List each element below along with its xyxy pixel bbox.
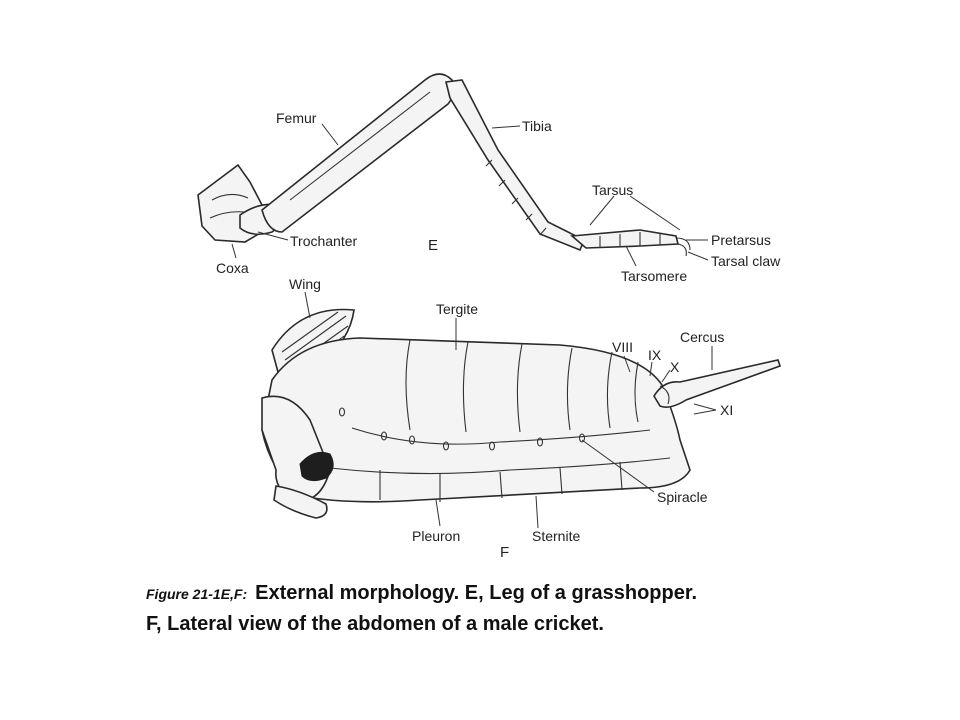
pleuron-label: Pleuron <box>412 528 460 544</box>
abdomen-leader-lines <box>304 291 717 529</box>
grasshopper-leg-drawing <box>197 73 691 257</box>
segment-ix-label: IX <box>648 347 662 363</box>
tarsal-claw-label: Tarsal claw <box>711 253 781 269</box>
caption-line-1: Figure 21-1E,F: External morphology. E, L… <box>146 578 926 609</box>
leg-socket-shape <box>299 451 334 482</box>
wing-label: Wing <box>289 276 321 292</box>
sternite-label: Sternite <box>532 528 580 544</box>
panel-f-label: F <box>500 544 509 561</box>
figure-caption: Figure 21-1E,F: External morphology. E, L… <box>146 578 926 639</box>
pretarsus-label: Pretarsus <box>711 232 771 248</box>
cricket-abdomen-drawing <box>261 308 782 519</box>
cercus-shape <box>653 359 782 408</box>
tarsus-shape <box>570 229 680 249</box>
cercus-label: Cercus <box>680 329 724 345</box>
tarsomere-label: Tarsomere <box>621 268 687 284</box>
tibia-label: Tibia <box>522 118 552 134</box>
leg-leader-lines <box>231 123 709 267</box>
tergite-label: Tergite <box>436 301 478 317</box>
figure-number: Figure 21-1E,F: <box>146 586 248 602</box>
caption-text-1: External morphology. E, Leg of a grassho… <box>255 582 698 604</box>
tarsal-claw-shape <box>675 237 691 257</box>
femur-shape <box>261 73 456 233</box>
tibia-shape <box>445 79 586 252</box>
spiracle-label: Spiracle <box>657 489 708 505</box>
caption-line-2: F, Lateral view of the abdomen of a male… <box>146 613 604 635</box>
segment-xi-label: XI <box>720 402 733 418</box>
panel-e-label: E <box>428 237 438 254</box>
coxa-label: Coxa <box>216 260 249 276</box>
tarsus-label: Tarsus <box>592 182 633 198</box>
femur-label: Femur <box>276 110 317 126</box>
trochanter-label: Trochanter <box>290 233 358 249</box>
segment-viii-label: VIII <box>612 339 633 355</box>
segment-x-label: X <box>670 359 680 375</box>
